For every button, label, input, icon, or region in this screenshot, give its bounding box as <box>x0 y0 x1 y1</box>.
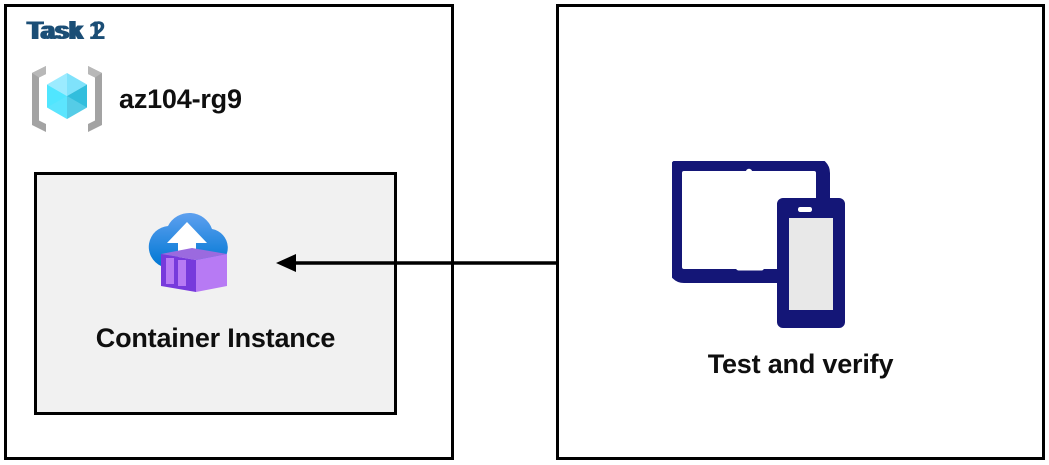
devices-icon <box>672 161 845 328</box>
container-instance-card: Container Instance <box>34 172 397 415</box>
resource-group-row: az104-rg9 <box>27 62 242 136</box>
task2-title: Task 2 <box>29 17 106 45</box>
task1-title: Task 1 <box>26 17 103 45</box>
container-instance-icon <box>148 212 228 292</box>
container-instance-label: Container Instance <box>95 323 336 353</box>
devices-label: Test and verify <box>707 349 894 379</box>
resource-group-label: az104-rg9 <box>119 83 242 114</box>
resource-group-icon <box>32 66 102 132</box>
